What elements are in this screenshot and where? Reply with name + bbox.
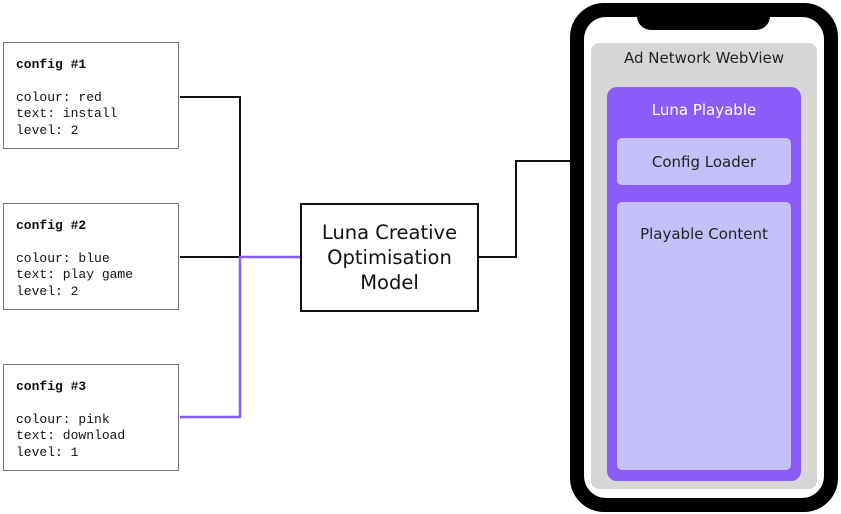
config-3-colour: colour: pink: [16, 411, 110, 427]
config-loader-label: Config Loader: [651, 152, 757, 171]
connector-config-1: [180, 96, 241, 257]
playable-content-box: [617, 202, 791, 470]
config-box-2: config #2 colour: blue text: play game l…: [3, 203, 179, 310]
config-2-title: config #2: [16, 218, 87, 233]
config-loader-box: Config Loader: [617, 138, 791, 185]
config-3-level: level: 1: [16, 444, 79, 460]
webview-label: Ad Network WebView: [624, 49, 784, 67]
config-1-text: text: install: [16, 106, 118, 121]
connector-config-3-selected: [180, 255, 300, 419]
connector-model-to-loader: [479, 160, 617, 258]
config-2-level: level: 2: [16, 283, 79, 299]
config-1-colour: colour: red: [16, 89, 102, 105]
config-1-level: level: 2: [16, 122, 79, 138]
optimisation-model-box: Luna Creative Optimisation Model: [300, 203, 479, 312]
config-box-3: config #3 colour: pink text: download le…: [3, 364, 179, 471]
config-2-text: text: play game: [16, 267, 134, 282]
config-box-1: config #1 colour: red text: install leve…: [3, 42, 179, 149]
phone-notch: [637, 3, 770, 30]
playable-content-label: Playable Content: [640, 225, 768, 243]
config-2-colour: colour: blue: [16, 250, 110, 266]
optimisation-model-label: Luna Creative Optimisation Model: [321, 221, 458, 294]
config-3-title: config #3: [16, 379, 87, 394]
config-3-text: text: download: [16, 428, 126, 443]
config-1-title: config #1: [16, 57, 87, 72]
luna-playable-label: Luna Playable: [651, 101, 757, 119]
